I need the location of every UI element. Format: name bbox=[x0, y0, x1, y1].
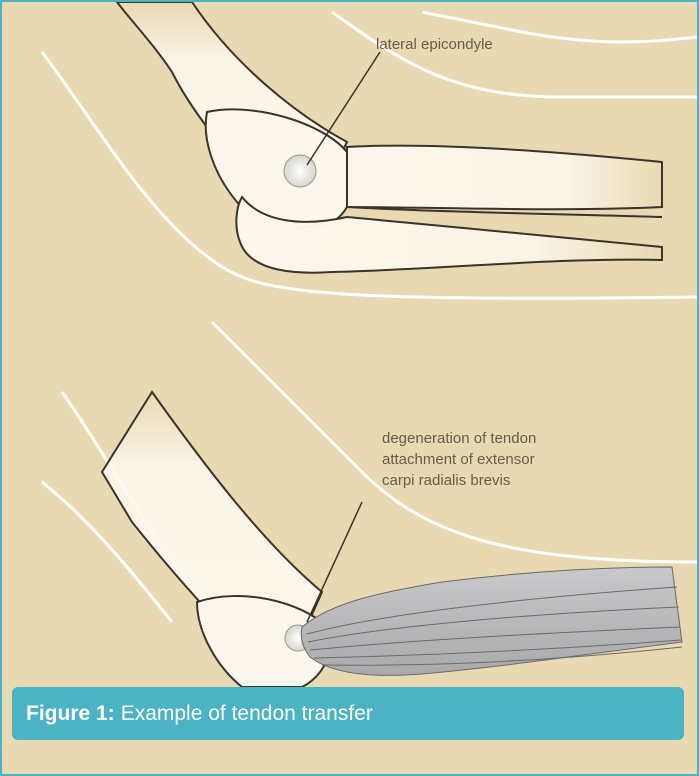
label-degeneration-line1: degeneration of tendon bbox=[382, 430, 536, 447]
figure-caption: Figure 1: Example of tendon transfer bbox=[12, 687, 684, 740]
caption-text: Example of tendon transfer bbox=[121, 702, 373, 726]
label-degeneration-line3: carpi radialis brevis bbox=[382, 472, 510, 489]
label-degeneration-line2: attachment of extensor bbox=[382, 451, 535, 468]
extensor-muscle bbox=[301, 567, 682, 675]
label-lateral-epicondyle: lateral epicondyle bbox=[376, 36, 493, 53]
caption-prefix: Figure 1: bbox=[26, 702, 115, 726]
